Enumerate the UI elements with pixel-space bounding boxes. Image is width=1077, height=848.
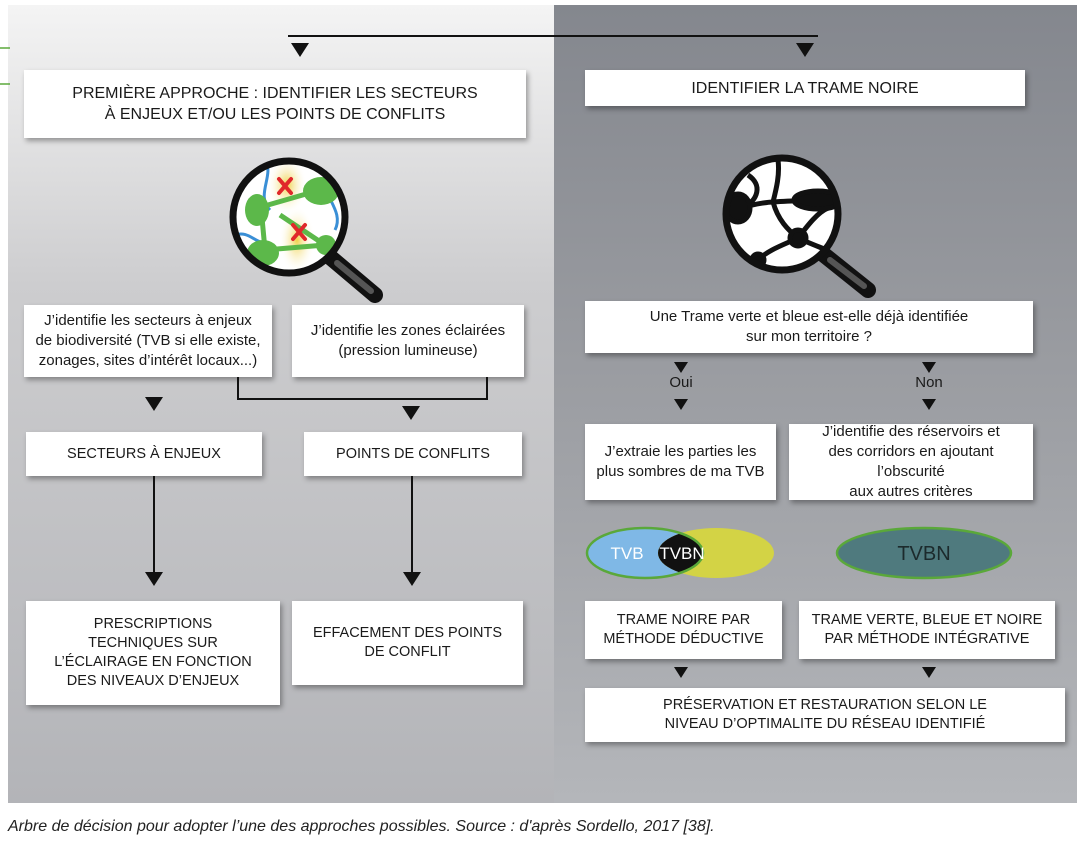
deductive-method-box: TRAME NOIRE PAR MÉTHODE DÉDUCTIVE	[585, 601, 782, 659]
integrative-method-box: TRAME VERTE, BLEUE ET NOIRE PAR MÉTHODE …	[799, 601, 1055, 659]
conflict-points-box: POINTS DE CONFLITS	[304, 432, 522, 476]
arrow-non-bottom	[922, 399, 936, 410]
arrow-to-sectors	[145, 397, 163, 411]
identify-lit-zones-box: J’identifie les zones éclairées (pressio…	[292, 305, 524, 377]
effacement-box: EFFACEMENT DES POINTS DE CONFLIT	[292, 601, 523, 685]
line-sectors-down	[153, 476, 155, 572]
arrow-integrative-down	[922, 667, 936, 678]
non-label: Non	[915, 374, 943, 391]
top-connector	[288, 35, 818, 37]
arrow-deductive-down	[674, 667, 688, 678]
sectors-box: SECTEURS À ENJEUX	[26, 432, 262, 476]
identify-sectors-box: J’identifie les secteurs à enjeux de bio…	[24, 305, 272, 377]
question-box: Une Trame verte et bleue est-elle déjà i…	[585, 301, 1033, 353]
first-approach-box: PREMIÈRE APPROCHE : IDENTIFIER LES SECTE…	[24, 70, 526, 138]
arrow-oui-bottom	[674, 399, 688, 410]
arrow-to-prescriptions	[145, 572, 163, 586]
venn-tvb-label: TVB	[610, 544, 643, 563]
figure-caption: Arbre de décision pour adopter l’une des…	[8, 818, 715, 835]
extract-dark-parts-box: J’extraie les parties les plus sombres d…	[585, 424, 776, 500]
arrow-top-right	[796, 43, 814, 57]
arrow-non-top	[922, 362, 936, 373]
arrow-to-conflicts	[402, 406, 420, 420]
identify-reservoirs-box: J’identifie des réservoirs et des corrid…	[789, 423, 1033, 500]
arrow-top-left	[291, 43, 309, 57]
magnifier-dark-network-icon	[722, 154, 876, 298]
tvb-tvbn-venn-diagram: TVB TVBN	[585, 526, 774, 580]
merge-line-right	[486, 377, 488, 399]
edge-marks	[0, 47, 10, 85]
arrow-oui-top	[674, 362, 688, 373]
prescriptions-box: PRESCRIPTIONS TECHNIQUES SUR L’ÉCLAIRAGE…	[26, 601, 280, 705]
merge-line-bottom	[237, 398, 488, 400]
preservation-box: PRÉSERVATION ET RESTAURATION SELON LE NI…	[585, 688, 1065, 742]
magnifier-biodiversity-icon	[229, 157, 383, 303]
tvbn-ellipse: TVBN	[835, 526, 1013, 580]
arrow-to-effacement	[403, 572, 421, 586]
tvbn-ellipse-label: TVBN	[897, 543, 950, 565]
line-conflicts-down	[411, 476, 413, 572]
venn-tvbn-label: TVBN	[659, 544, 704, 563]
dark-network-title-box: IDENTIFIER LA TRAME NOIRE	[585, 70, 1025, 106]
right-panel	[554, 5, 1077, 803]
oui-label: Oui	[669, 374, 693, 391]
merge-line-left	[237, 377, 239, 399]
